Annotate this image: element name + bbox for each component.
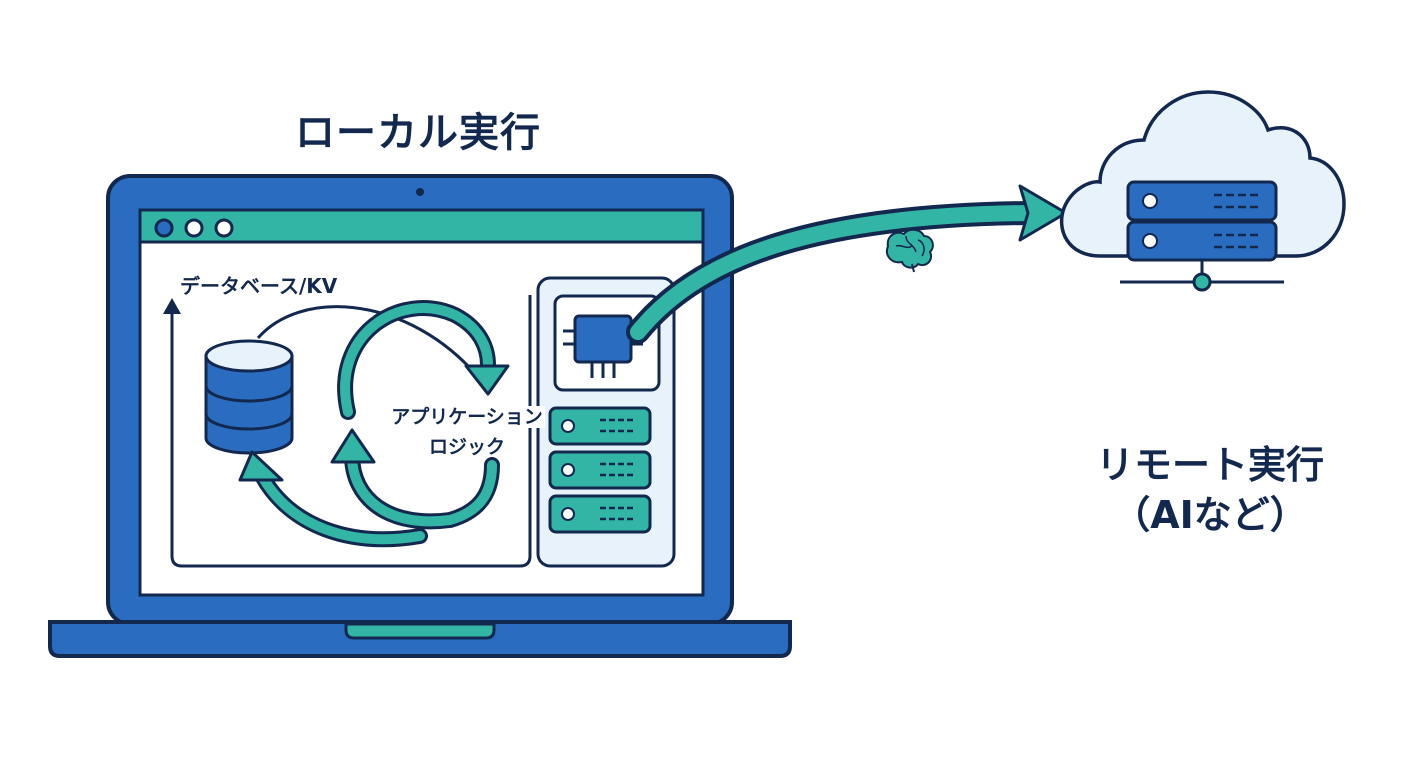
local-execution-title: ローカル実行 [295, 110, 541, 156]
server-unit [548, 406, 652, 446]
server-unit [548, 494, 652, 534]
app-panel-frame [163, 295, 532, 568]
brain-icon [886, 228, 934, 273]
app-label-line1: アプリケーション [389, 406, 545, 428]
server-unit [548, 450, 652, 490]
remote-title-line1: リモート実行 [1095, 443, 1324, 487]
database-icon [204, 339, 294, 455]
server-stack-local [548, 406, 652, 534]
application-logic-label: アプリケーション ロジック [372, 402, 562, 462]
remote-arrow-icon [626, 184, 1068, 344]
cycle-arrows-icon [238, 300, 510, 548]
remote-title-line2: （AIなど） [1112, 493, 1308, 537]
app-label-line2: ロジック [428, 436, 505, 458]
database-kv-label: データベース/KV [178, 270, 340, 299]
remote-execution-title: リモート実行 （AIなど） [1070, 440, 1350, 540]
server-rack-icon [1120, 180, 1284, 292]
